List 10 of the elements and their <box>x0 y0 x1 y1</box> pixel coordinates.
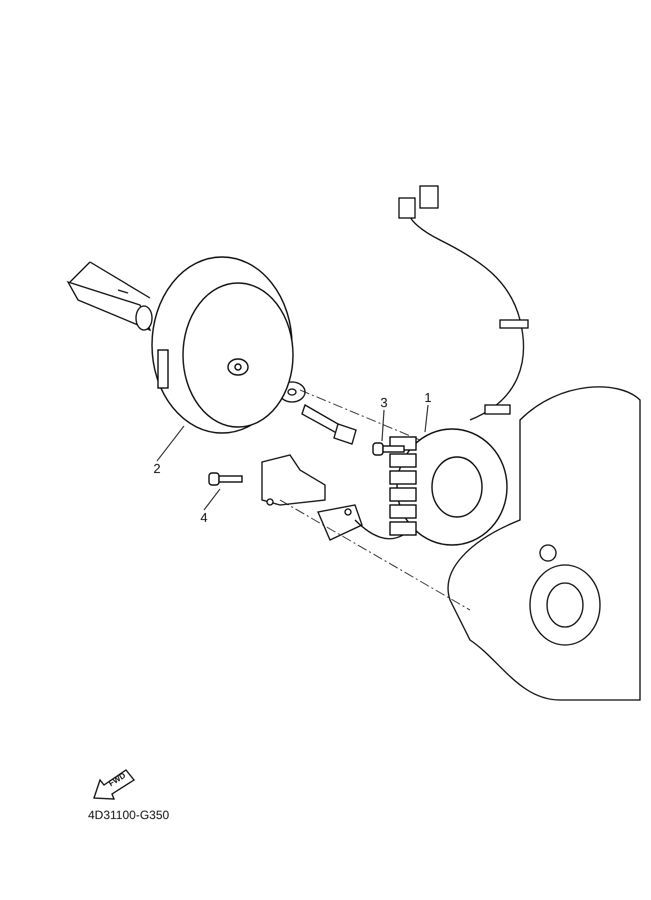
leader-line <box>204 488 220 510</box>
callout-number: 2 <box>151 461 163 476</box>
leader-line <box>382 410 384 442</box>
leader-line <box>156 426 184 462</box>
leader-line <box>424 404 428 432</box>
callout-number: 1 <box>422 390 434 405</box>
callout-number: 3 <box>378 395 390 410</box>
screw-drawing <box>372 440 406 458</box>
callout-number: 4 <box>198 510 210 525</box>
part-number-text: 4D31100-G350 <box>88 808 170 822</box>
